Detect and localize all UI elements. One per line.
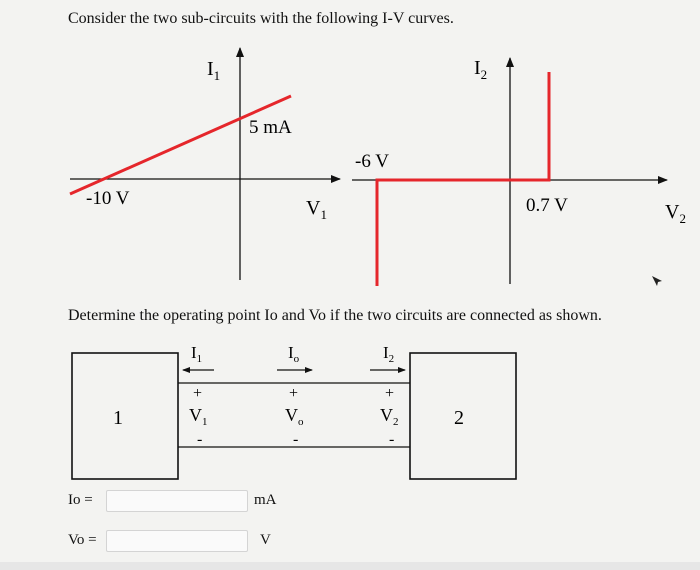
v1-plus: +	[193, 385, 202, 402]
subcircuit-1-box	[71, 352, 179, 480]
io-unit-label: mA	[254, 492, 277, 508]
graph2-iv-curve	[375, 72, 551, 286]
circuit-diagram: 1 2 I1 Io I2 + V1 - + Vo - + V2 -	[71, 343, 517, 480]
graph2-y-axis-label: I2	[474, 57, 487, 82]
figure: I1 5 mA -10 V V1 I2 -6 V 0.7 V V2 1 2 I1	[69, 47, 686, 480]
graph1-iv-curve	[69, 94, 292, 196]
graph2-x-axis-label: V2	[665, 201, 686, 226]
voltage-vo-label: Vo	[285, 405, 304, 428]
vo-answer-input[interactable]	[106, 530, 248, 552]
vo-minus: -	[293, 431, 298, 448]
iv-graph-1: I1 5 mA -10 V V1	[69, 47, 341, 280]
current-i2-label: I2	[383, 343, 394, 365]
graph1-x-intercept-label: -10 V	[86, 188, 130, 209]
v1-minus: -	[197, 431, 202, 448]
vo-unit-label: V	[260, 532, 271, 548]
subcircuit-1-label: 1	[113, 407, 123, 429]
vo-plus: +	[289, 385, 298, 402]
v2-plus: +	[385, 385, 394, 402]
vo-answer-label: Vo =	[68, 532, 97, 548]
graph2-negative-label: -6 V	[355, 151, 389, 172]
graph1-x-axis-label: V1	[306, 197, 327, 222]
iv-graph-2: I2 -6 V 0.7 V V2	[352, 57, 686, 286]
mouse-cursor-icon	[652, 276, 662, 286]
bottom-divider	[0, 562, 700, 570]
io-answer-label: Io =	[68, 492, 93, 508]
voltage-v1-label: V1	[189, 405, 208, 428]
question-text: Consider the two sub-circuits with the f…	[68, 10, 454, 27]
subcircuit-2-box	[409, 352, 517, 480]
current-i1-label: I1	[191, 343, 202, 365]
instruction-text: Determine the operating point Io and Vo …	[68, 307, 602, 324]
subcircuit-2-label: 2	[454, 407, 464, 429]
io-answer-input[interactable]	[106, 490, 248, 512]
graph2-positive-label: 0.7 V	[526, 195, 568, 216]
graph1-y-intercept-label: 5 mA	[249, 117, 292, 138]
current-io-label: Io	[288, 343, 300, 365]
voltage-v2-label: V2	[380, 405, 399, 428]
v2-minus: -	[389, 431, 394, 448]
graph1-y-axis-label: I1	[207, 58, 220, 83]
